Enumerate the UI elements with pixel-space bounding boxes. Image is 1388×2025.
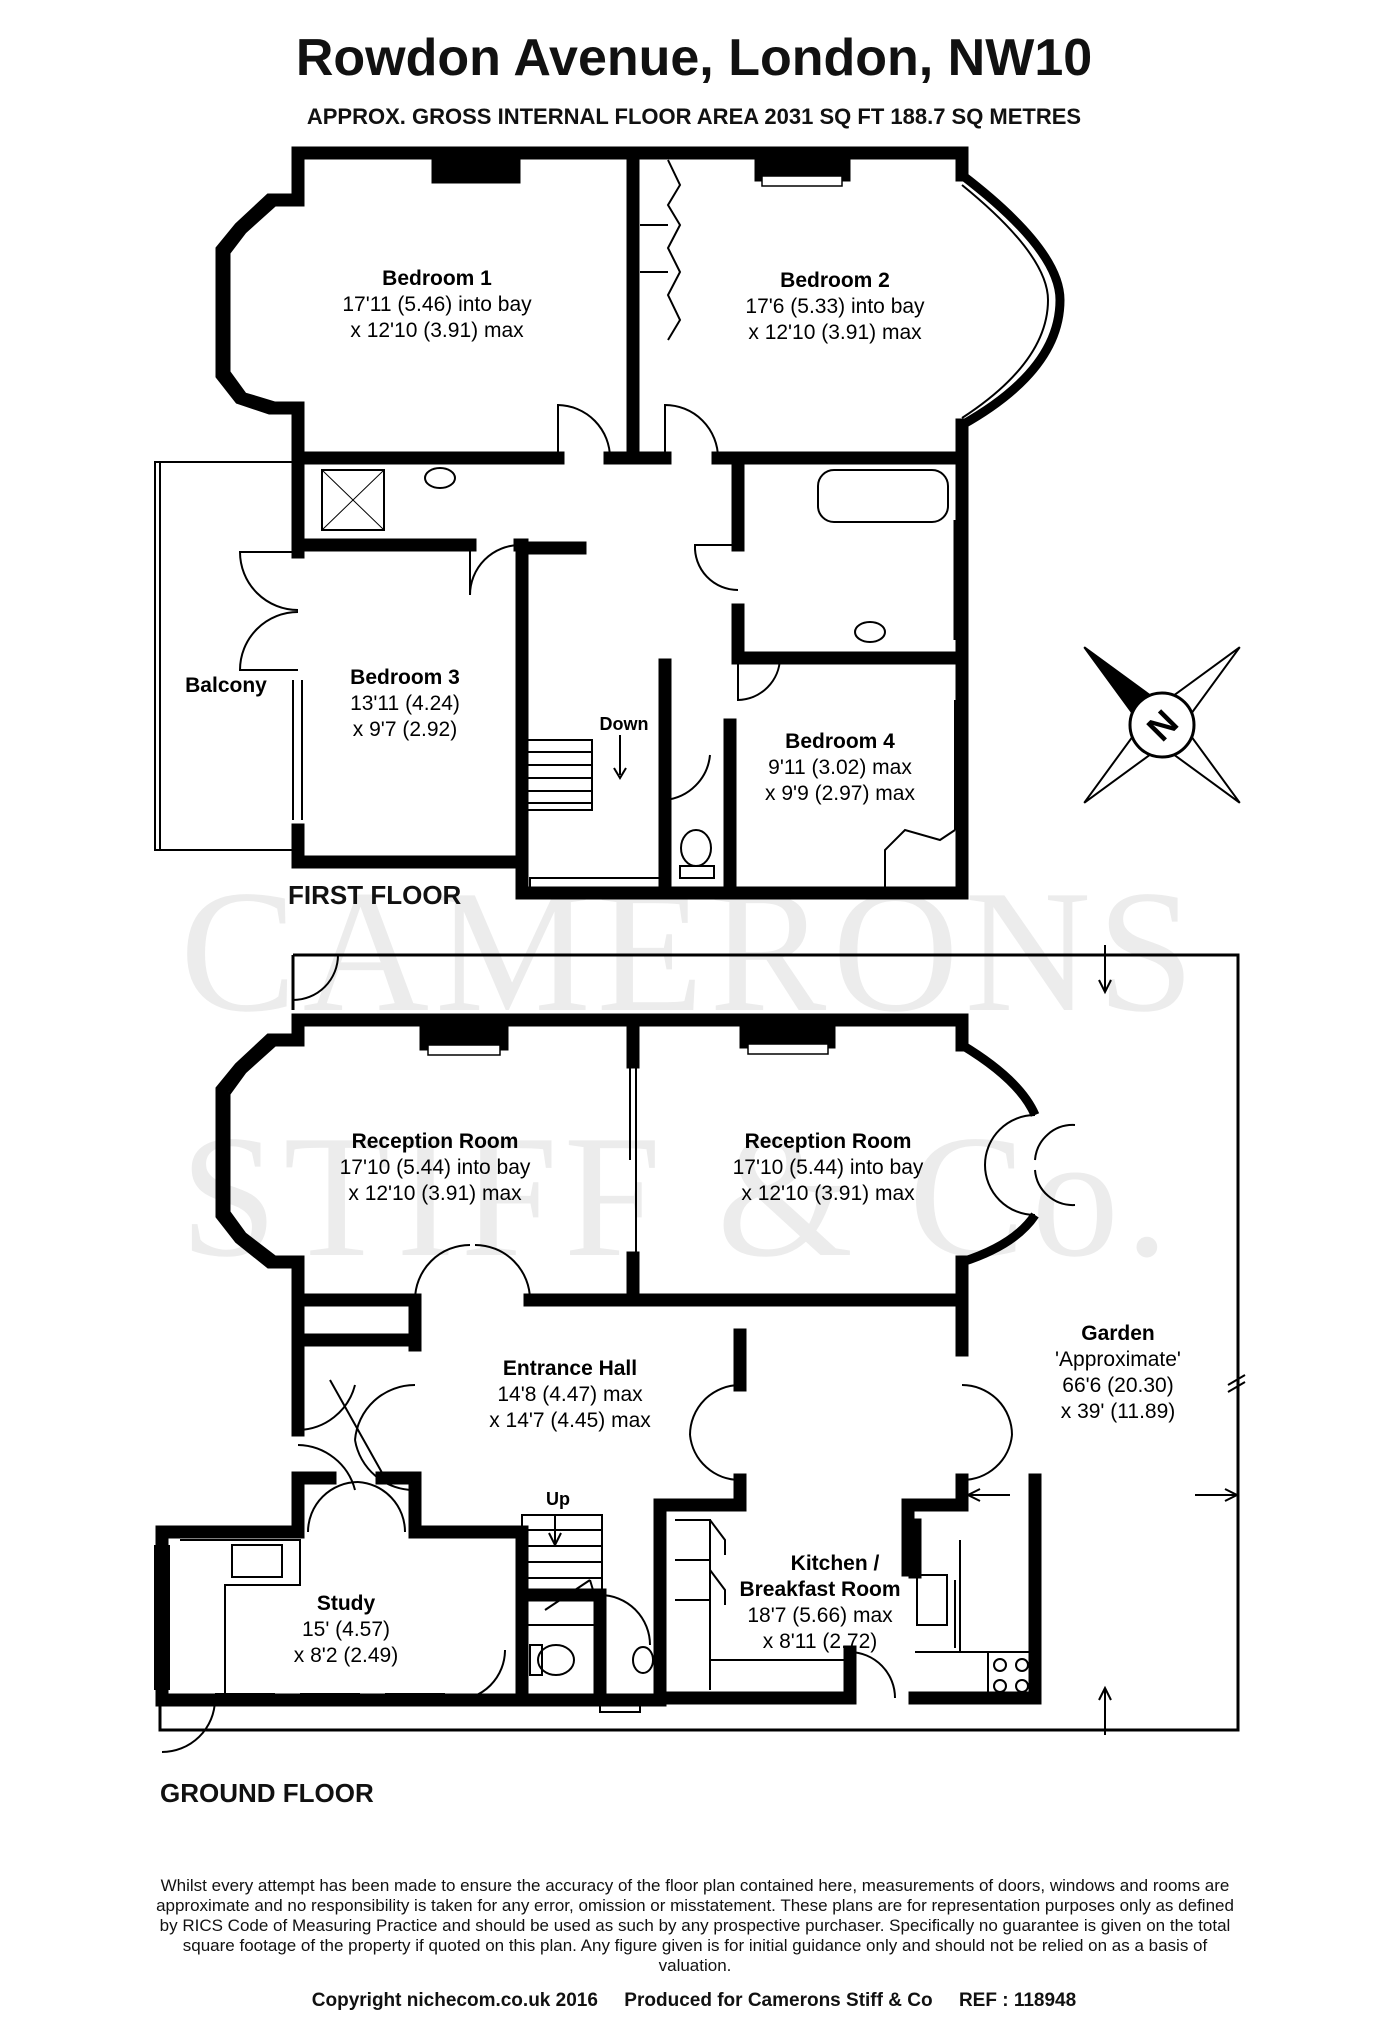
reception1-name: Reception Room <box>352 1130 519 1153</box>
first-floor-label: FIRST FLOOR <box>288 880 462 910</box>
bedroom2-dim2: x 12'10 (3.91) max <box>748 321 922 344</box>
kitchen-dim1: 18'7 (5.66) max <box>747 1604 893 1627</box>
study-dim1: 15' (4.57) <box>302 1618 390 1641</box>
bedroom4-dim1: 9'11 (3.02) max <box>768 756 912 779</box>
hall-dim2: x 14'7 (4.45) max <box>489 1409 651 1432</box>
plan-title: Rowdon Avenue, London, NW10 <box>295 29 1093 87</box>
study-name: Study <box>317 1592 376 1615</box>
bedroom1-dim1: 17'11 (5.46) into bay <box>342 293 532 316</box>
copyright-line: Copyright nichecom.co.uk 2016 Produced f… <box>311 1990 1077 2011</box>
garden-name: Garden <box>1081 1322 1155 1345</box>
bedroom3-dim2: x 9'7 (2.92) <box>353 718 457 741</box>
disclaimer-text: Whilst every attempt has been made to en… <box>156 1876 1234 1975</box>
ground-floor-plan <box>154 945 1246 1753</box>
compass-icon <box>1083 646 1241 804</box>
bedroom4-dim2: x 9'9 (2.97) max <box>765 782 915 805</box>
bedroom1-name: Bedroom 1 <box>382 267 492 290</box>
kitchen-dim2: x 8'11 (2.72) <box>763 1630 878 1653</box>
hall-name: Entrance Hall <box>503 1357 637 1380</box>
ground-floor-label: GROUND FLOOR <box>160 1778 374 1808</box>
balcony-label: Balcony <box>185 674 267 697</box>
garden-dim1: 66'6 (20.30) <box>1062 1374 1173 1397</box>
bedroom2-dim1: 17'6 (5.33) into bay <box>745 295 925 318</box>
reception2-name: Reception Room <box>745 1130 912 1153</box>
kitchen-name-line2: Breakfast Room <box>739 1578 900 1601</box>
stairs-up-label: Up <box>546 1489 570 1509</box>
bedroom3-dim1: 13'11 (4.24) <box>350 692 460 715</box>
kitchen-name-line1: Kitchen / <box>791 1552 880 1575</box>
hall-dim1: 14'8 (4.47) max <box>497 1383 643 1406</box>
reception2-dim2: x 12'10 (3.91) max <box>741 1182 915 1205</box>
reception1-dim1: 17'10 (5.44) into bay <box>340 1156 531 1179</box>
bedroom4-name: Bedroom 4 <box>785 730 895 753</box>
floor-area-subtitle: APPROX. GROSS INTERNAL FLOOR AREA 2031 S… <box>306 104 1082 129</box>
stairs-down-label: Down <box>600 714 649 734</box>
garden-dim2: x 39' (11.89) <box>1061 1400 1176 1423</box>
bedroom3-name: Bedroom 3 <box>350 666 460 689</box>
bedroom1-dim2: x 12'10 (3.91) max <box>350 319 524 342</box>
first-floor-plan <box>154 146 1065 900</box>
reception1-dim2: x 12'10 (3.91) max <box>348 1182 522 1205</box>
garden-note: 'Approximate' <box>1055 1348 1181 1371</box>
reception2-dim1: 17'10 (5.44) into bay <box>733 1156 924 1179</box>
study-dim2: x 8'2 (2.49) <box>294 1644 398 1667</box>
bedroom2-name: Bedroom 2 <box>780 269 890 292</box>
watermark-line2: STIFF & Co. <box>180 1099 1175 1293</box>
